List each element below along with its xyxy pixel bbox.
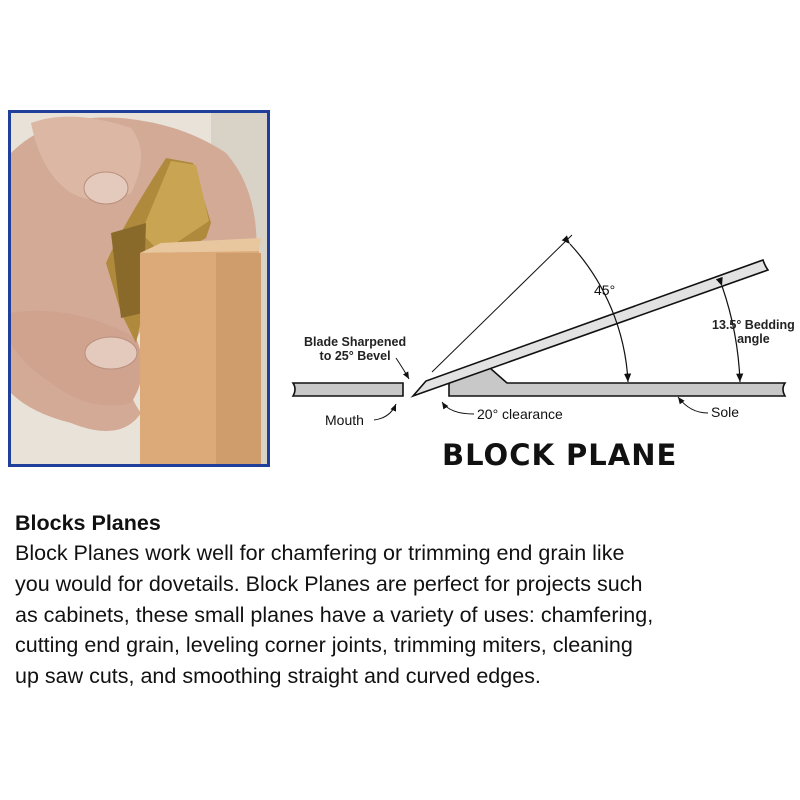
description-line: up saw cuts, and smoothing straight and … (15, 664, 541, 689)
description-line: Block Planes work well for chamfering or… (15, 541, 625, 565)
diagram-title: BLOCK PLANE (442, 438, 678, 472)
angle-45-label: 45° (594, 282, 616, 298)
rear-sole-piece (448, 367, 787, 397)
sole-label: Sole (711, 404, 740, 420)
description-heading: Blocks Planes (15, 511, 161, 535)
block-plane-cross-section (291, 234, 787, 421)
mouth-label: Mouth (325, 412, 364, 428)
hand-planing-wood-image (11, 113, 267, 464)
description-line: cutting end grain, leveling corner joint… (15, 633, 633, 658)
bedding-label-line2: angle (737, 332, 770, 346)
blade-label-line2: to 25° Bevel (319, 349, 391, 363)
block-plane-diagram: Blade Sharpened to 25° Bevel 45° 13.5° B… (280, 220, 800, 480)
bedding-label-line1: 13.5° Bedding (712, 318, 795, 332)
description-line: as cabinets, these small planes have a v… (15, 602, 654, 627)
clearance-label: 20° clearance (477, 406, 563, 422)
description: Blocks Planes Block Planes work well for… (15, 508, 795, 692)
front-sole-piece (291, 382, 404, 397)
blade-bevel-label: Blade Sharpened to 25° Bevel (304, 335, 406, 363)
blade-label-line1: Blade Sharpened (304, 335, 407, 349)
block-plane-photo (8, 110, 270, 467)
description-line: you would for dovetails. Block Planes ar… (15, 571, 643, 596)
bedding-angle-label: 13.5° Bedding angle (712, 318, 795, 346)
